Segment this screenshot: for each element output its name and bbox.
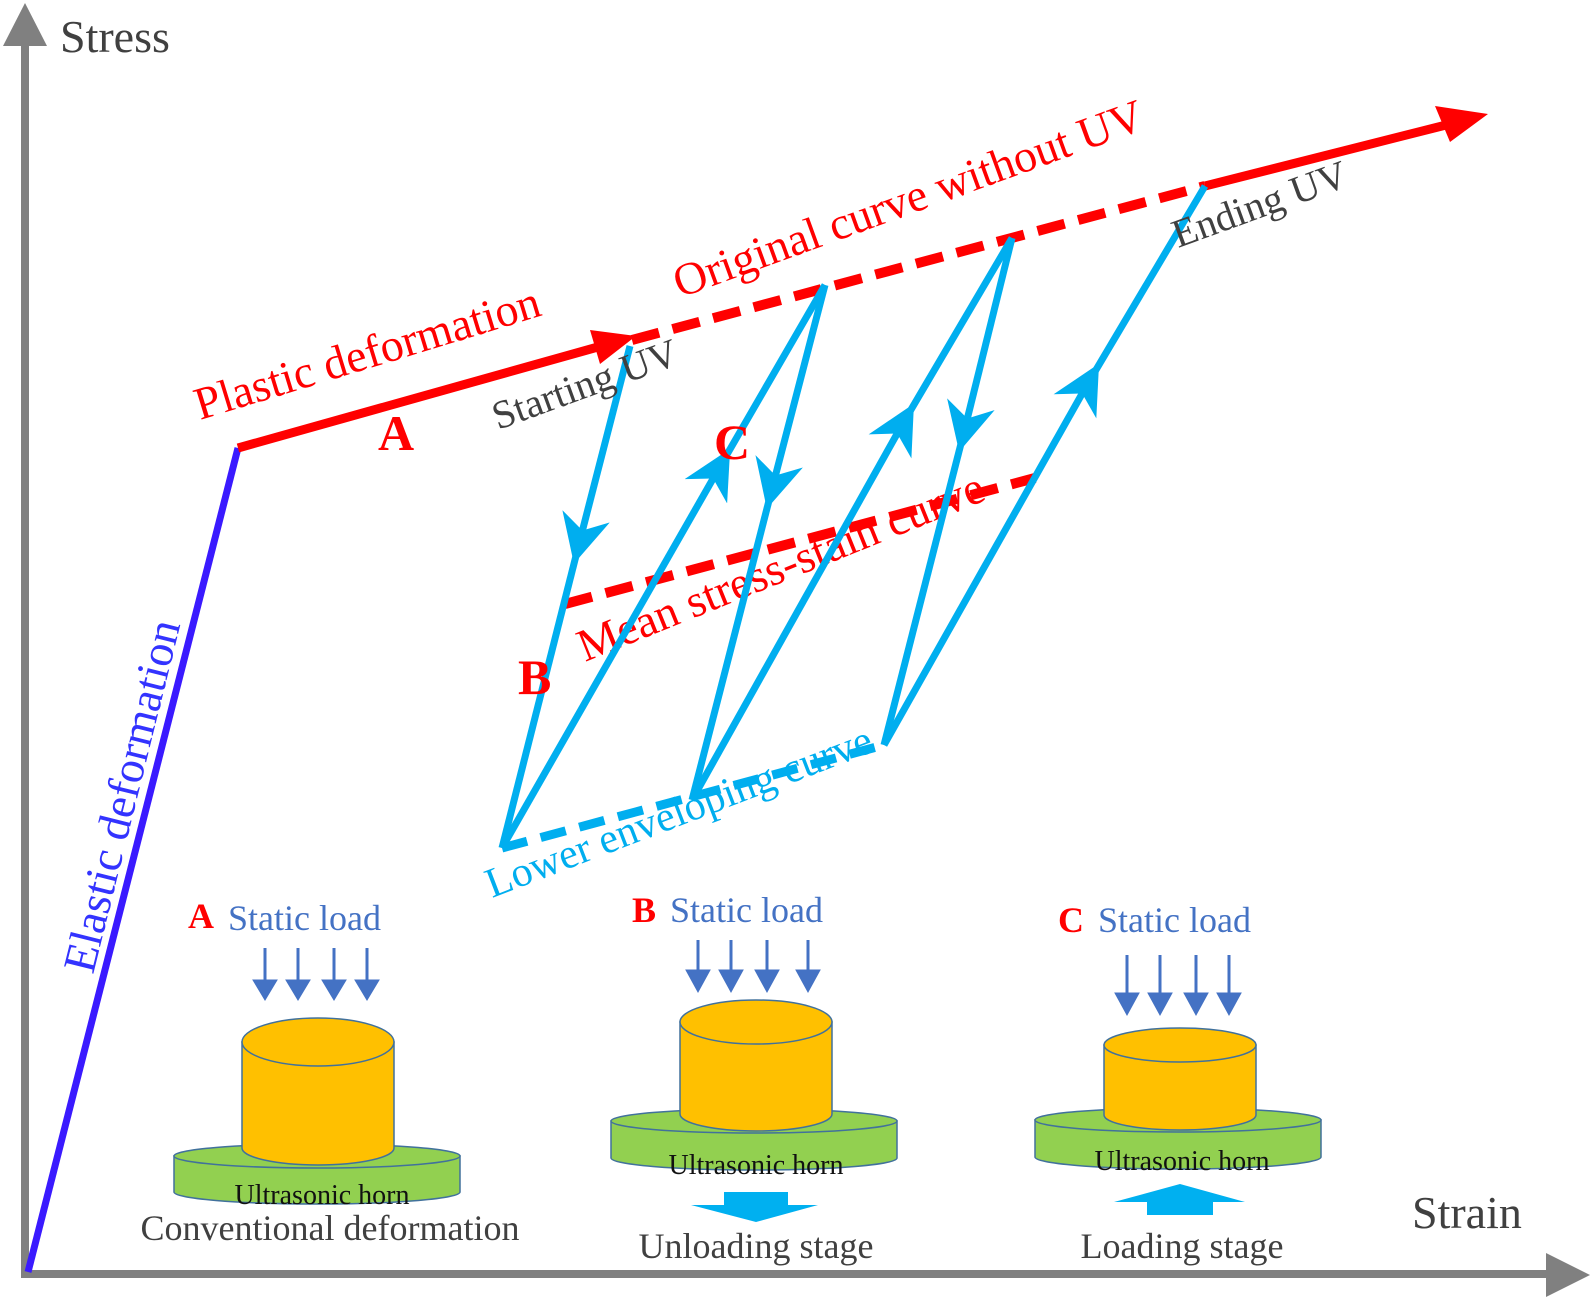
down-arrow-icon [354, 979, 380, 1001]
original-curve-arrow-icon [1435, 106, 1488, 142]
cycle-segment [688, 403, 914, 802]
original-curve-dashed [630, 181, 1207, 345]
point-c-label: C [714, 414, 750, 470]
x-axis-label: Strain [1412, 1187, 1522, 1238]
x-axis-arrow-icon [1546, 1253, 1590, 1297]
cycle-segment [898, 236, 1016, 427]
elastic-label: Elastic deformation [53, 614, 190, 977]
panel-b-unloading-arrow-icon [691, 1192, 818, 1222]
panel-a-letter: A [188, 896, 214, 936]
x-axis [21, 1253, 1590, 1297]
starting-uv-label: Starting UV [486, 330, 684, 439]
panel-c-horn-label: Ultrasonic horn [1095, 1146, 1270, 1177]
panel-a-cylinder [241, 1017, 395, 1166]
panel-b-cylinder [679, 999, 833, 1132]
plastic-line [236, 340, 607, 453]
panel-c-static-load-label: Static load [1098, 900, 1251, 940]
panel-c-stage-label: Loading stage [1081, 1226, 1284, 1266]
down-arrow-icon [321, 979, 347, 1001]
cycle-segment [498, 539, 584, 849]
down-arrow-icon [285, 979, 311, 1001]
cycle-segment [562, 345, 634, 564]
lower-envelope-dashed [500, 740, 886, 853]
panel-b-static-load-label: Static load [670, 890, 823, 930]
down-arrow-icon [1216, 992, 1242, 1017]
point-a-label: A [378, 405, 414, 461]
down-arrow-icon [1114, 992, 1140, 1017]
point-b-label: B [518, 649, 551, 705]
down-arrow-icon [718, 969, 744, 994]
down-arrow-icon [1183, 992, 1209, 1017]
cycle-segment [755, 284, 829, 509]
panel-a: A Static load Ultrasonic horn Convention… [141, 896, 520, 1248]
down-arrow-icon [685, 969, 711, 994]
cycle-segment [880, 363, 1100, 747]
cycle-segment [1083, 184, 1209, 387]
plastic-arrow-icon [590, 330, 636, 364]
lower-envelope-label: Lower enveloping curve [479, 717, 879, 907]
cycle-segment [714, 283, 829, 472]
y-axis-arrow-icon [3, 3, 47, 46]
down-arrow-icon [795, 969, 821, 994]
down-arrow-icon [1147, 992, 1173, 1017]
panel-b-horn-label: Ultrasonic horn [669, 1150, 844, 1181]
cycle-segment [498, 448, 731, 850]
panel-b-stage-label: Unloading stage [639, 1226, 874, 1266]
y-axis-label: Stress [60, 11, 170, 62]
panel-b: B Static load Ultrasonic horn Unloading … [610, 890, 898, 1266]
panel-c-cylinder [1103, 1027, 1257, 1131]
panel-c-load-arrows [1114, 955, 1242, 1017]
original-curve-arrow-line [1203, 119, 1452, 191]
down-arrow-icon [252, 979, 278, 1001]
uv-cycle-path [498, 184, 1209, 850]
panel-a-static-load-label: Static load [228, 898, 381, 938]
panel-a-stage-label: Conventional deformation [141, 1208, 520, 1248]
panel-b-letter: B [632, 890, 656, 930]
mean-curve-dashed [563, 473, 1037, 609]
cycle-segment [880, 427, 969, 746]
panel-c-loading-arrow-icon [1114, 1184, 1245, 1215]
panel-a-horn-label: Ultrasonic horn [235, 1180, 410, 1211]
original-curve-label: Original curve without UV [666, 90, 1150, 308]
cycle-segment [947, 237, 1016, 452]
panel-c: C Static load Ultrasonic horn Loading st… [1034, 900, 1322, 1266]
y-axis [3, 3, 47, 1274]
panel-c-letter: C [1058, 900, 1084, 940]
down-arrow-icon [754, 969, 780, 994]
panel-a-load-arrows [252, 948, 380, 1001]
cycle-segment [688, 484, 777, 801]
panel-b-load-arrows [685, 940, 821, 994]
ending-uv-label: Ending UV [1166, 151, 1354, 256]
elastic-line [24, 447, 242, 1273]
